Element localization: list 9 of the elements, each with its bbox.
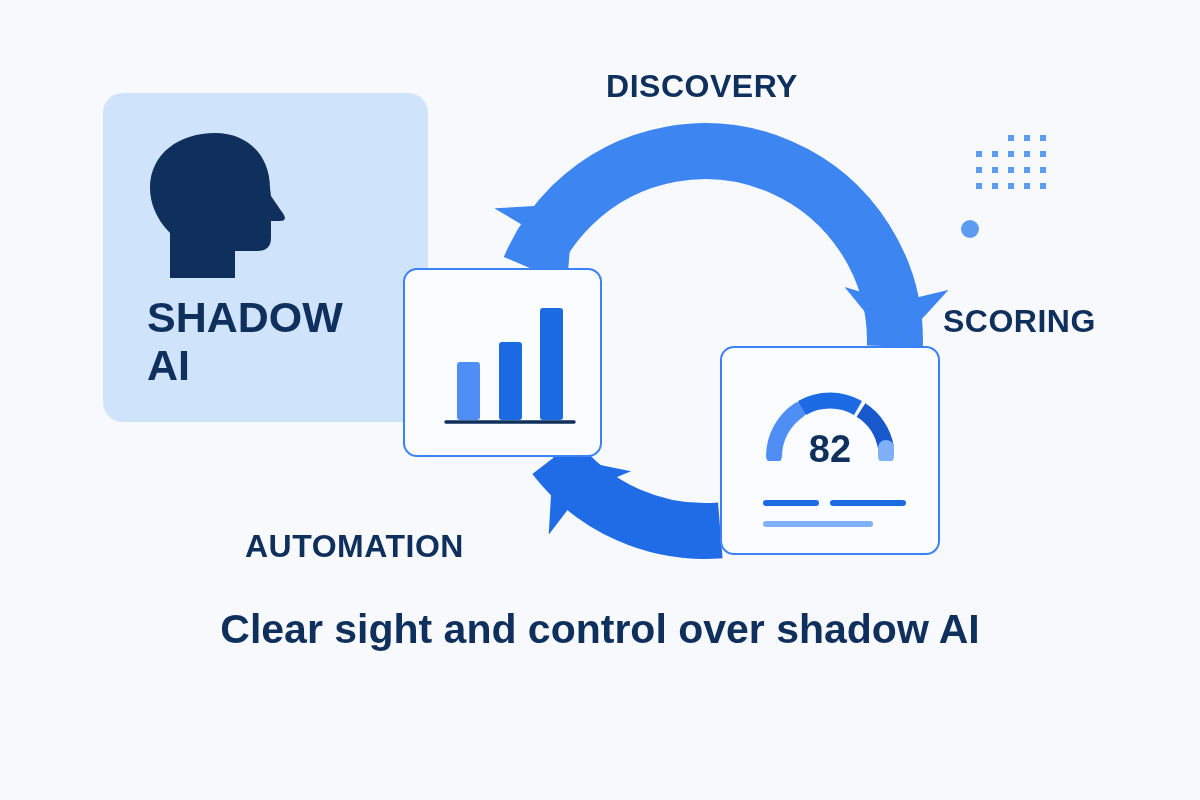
panel-title: SHADOW AI <box>147 293 344 390</box>
stage-label: DISCOVERY <box>606 68 798 105</box>
icon-card <box>403 268 602 457</box>
icon-card <box>720 346 940 555</box>
score-value: 82 <box>807 428 853 471</box>
stage-label: AUTOMATION <box>245 528 464 565</box>
caption: Clear sight and control over shadow AI <box>219 606 981 653</box>
title-panel <box>103 93 428 422</box>
stage-label: SCORING <box>943 303 1096 340</box>
